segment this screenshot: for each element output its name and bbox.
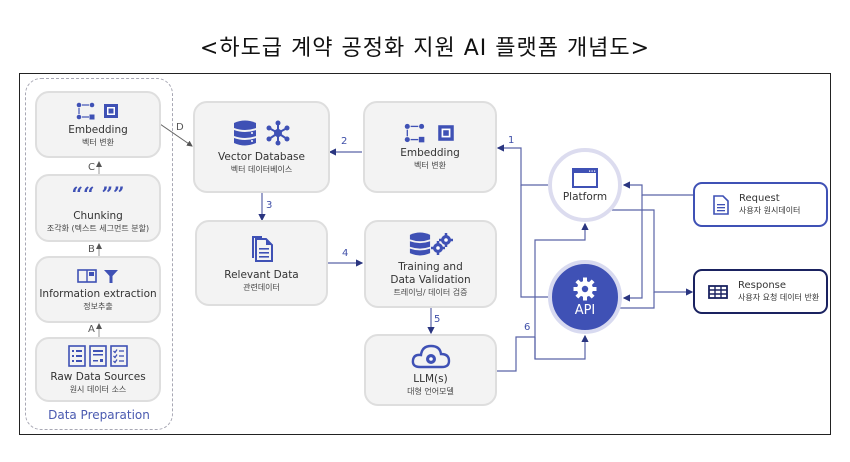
llm-to-platform	[534, 222, 589, 359]
browser-window-icon	[572, 167, 598, 188]
llm-title: LLM(s)	[413, 373, 448, 385]
api-node: API	[548, 260, 622, 334]
label-6: 6	[524, 322, 531, 333]
documents-icon	[251, 236, 273, 262]
training-validation-box: Training and Data Validation 트레이닝/ 데이터 검…	[364, 220, 497, 308]
embedding-title: Embedding	[400, 147, 460, 159]
platform-node: Platform	[548, 148, 622, 222]
gear-icon	[573, 277, 597, 300]
platform-to-response	[612, 209, 694, 296]
arrow-1	[496, 144, 550, 186]
network-icon	[266, 120, 289, 146]
api-to-bus-1	[520, 185, 550, 298]
label-d: D	[176, 122, 184, 133]
request-to-platform	[622, 181, 693, 196]
prep-embedding-title: Embedding	[68, 123, 128, 136]
data-preparation-group	[25, 78, 173, 430]
raw-data-sources-box: Raw Data Sources 원시 데이터 소스	[35, 337, 161, 402]
database-icon	[233, 120, 256, 146]
raw-data-sources-subtitle: 원시 데이터 소스	[69, 384, 127, 394]
label-2: 2	[341, 136, 348, 147]
label-1: 1	[508, 135, 515, 146]
request-to-api	[622, 195, 643, 302]
platform-label: Platform	[562, 190, 608, 203]
prep-embedding-subtitle: 벡터 변환	[82, 137, 114, 147]
list-doc-icon	[68, 344, 86, 367]
response-box: Response 사용자 요청 데이터 반환	[693, 269, 828, 314]
diagram-frame	[19, 73, 831, 435]
gears-icon	[430, 232, 453, 255]
request-title: Request	[739, 193, 780, 204]
response-subtitle: 사용자 요청 데이터 반환	[738, 293, 820, 302]
filter-icon	[104, 269, 118, 283]
vector-database-box: Vector Database 벡터 데이터베이스	[193, 101, 330, 193]
flow-icon	[76, 102, 95, 119]
label-3: 3	[266, 200, 273, 211]
api-label: API	[574, 302, 596, 318]
chip-icon	[438, 125, 454, 141]
label-a: A	[88, 324, 95, 335]
prep-embedding-box: Embedding 벡터 변환	[35, 91, 161, 158]
training-title-line2: Data Validation	[390, 273, 471, 286]
training-title-line1: Training and	[398, 260, 463, 273]
chunking-box: ““ ”” Chunking 조각화 (텍스트 세그먼트 분할)	[35, 174, 161, 242]
llm-box: LLM(s) 대형 언어모델	[364, 334, 497, 406]
quote-icon: ““ ””	[71, 182, 125, 206]
relevant-data-box: Relevant Data 관련데이터	[195, 220, 328, 306]
information-extraction-subtitle: 정보추출	[83, 301, 113, 311]
data-preparation-label: Data Preparation	[48, 408, 150, 422]
llm-to-api	[534, 334, 589, 360]
database-icon	[409, 232, 430, 255]
book-icon	[77, 268, 97, 283]
checklist-doc-icon	[110, 344, 128, 367]
raw-data-sources-title: Raw Data Sources	[50, 370, 146, 383]
relevant-data-title: Relevant Data	[224, 269, 299, 281]
document-icon	[713, 194, 729, 215]
embedding-box: Embedding 벡터 변환	[363, 101, 497, 193]
label-c: C	[88, 162, 95, 173]
llm-subtitle: 대형 언어모델	[407, 387, 454, 396]
flow-icon	[404, 123, 425, 143]
request-subtitle: 사용자 원시데이터	[739, 206, 801, 215]
embedding-subtitle: 벡터 변환	[414, 161, 446, 170]
training-subtitle: 트레이닝/ 데이터 검증	[393, 287, 468, 297]
cloud-gear-icon	[411, 344, 450, 369]
chunking-title: Chunking	[73, 210, 123, 222]
information-extraction-box: Information extraction 정보추출	[35, 256, 161, 323]
relevant-data-subtitle: 관련데이터	[243, 283, 280, 292]
arrow-6	[497, 336, 535, 372]
table-icon	[708, 284, 728, 299]
label-b: B	[88, 244, 95, 255]
diagram-title: <하도급 계약 공정화 지원 AI 플랫폼 개념도>	[199, 36, 651, 61]
vector-database-title: Vector Database	[218, 151, 305, 163]
chip-icon	[104, 103, 118, 118]
information-extraction-title: Information extraction	[39, 287, 157, 300]
vector-database-subtitle: 벡터 데이터베이스	[230, 165, 293, 174]
request-box: Request 사용자 원시데이터	[693, 182, 828, 227]
arrow-d	[159, 123, 193, 147]
label-5: 5	[434, 314, 441, 325]
form-doc-icon	[89, 344, 107, 367]
api-to-response	[620, 292, 655, 309]
response-title: Response	[738, 280, 787, 291]
chunking-subtitle: 조각화 (텍스트 세그먼트 분할)	[46, 224, 150, 233]
label-4: 4	[342, 248, 349, 259]
